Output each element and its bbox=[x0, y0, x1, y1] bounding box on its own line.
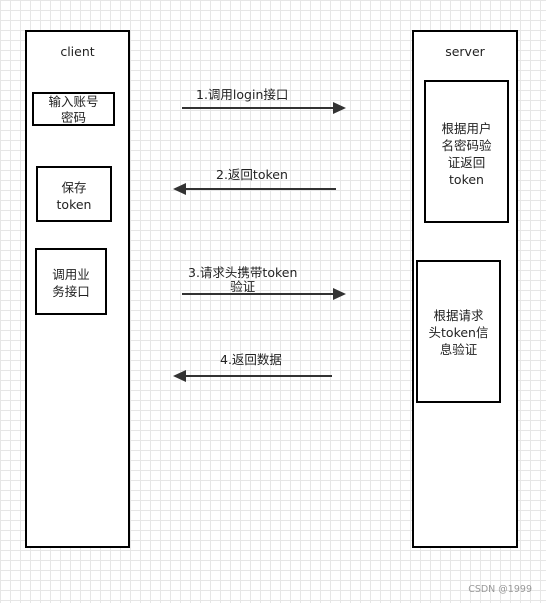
client-title: client bbox=[60, 44, 95, 59]
client-step-call-api: 调用业 务接口 bbox=[35, 248, 107, 315]
server-title: server bbox=[445, 44, 485, 59]
client-step-input-credentials-text: 输入账号 密码 bbox=[48, 94, 99, 125]
message-3-label: 3.请求头携带token 验证 bbox=[188, 265, 298, 294]
message-1-arrow bbox=[182, 102, 346, 114]
server-step-verify-token-text: 根据请求 头token信 息验证 bbox=[428, 308, 489, 357]
message-2-label: 2.返回token bbox=[216, 167, 288, 182]
message-3-arrow bbox=[182, 288, 346, 300]
message-1-label: 1.调用login接口 bbox=[196, 87, 289, 102]
watermark: CSDN @1999 bbox=[468, 584, 532, 595]
message-2-arrow bbox=[173, 183, 336, 195]
server-step-verify-credentials-text: 根据用户 名密码验 证返回 token bbox=[441, 121, 492, 187]
server-step-verify-token: 根据请求 头token信 息验证 bbox=[416, 260, 501, 403]
client-step-save-token-text: 保存 token bbox=[56, 180, 92, 212]
client-step-save-token: 保存 token bbox=[36, 166, 112, 222]
server-step-verify-credentials: 根据用户 名密码验 证返回 token bbox=[424, 80, 509, 223]
client-step-call-api-text: 调用业 务接口 bbox=[52, 267, 90, 299]
client-step-input-credentials: 输入账号 密码 bbox=[32, 92, 115, 126]
message-4-arrow bbox=[173, 370, 332, 382]
message-4-label: 4.返回数据 bbox=[220, 352, 282, 367]
